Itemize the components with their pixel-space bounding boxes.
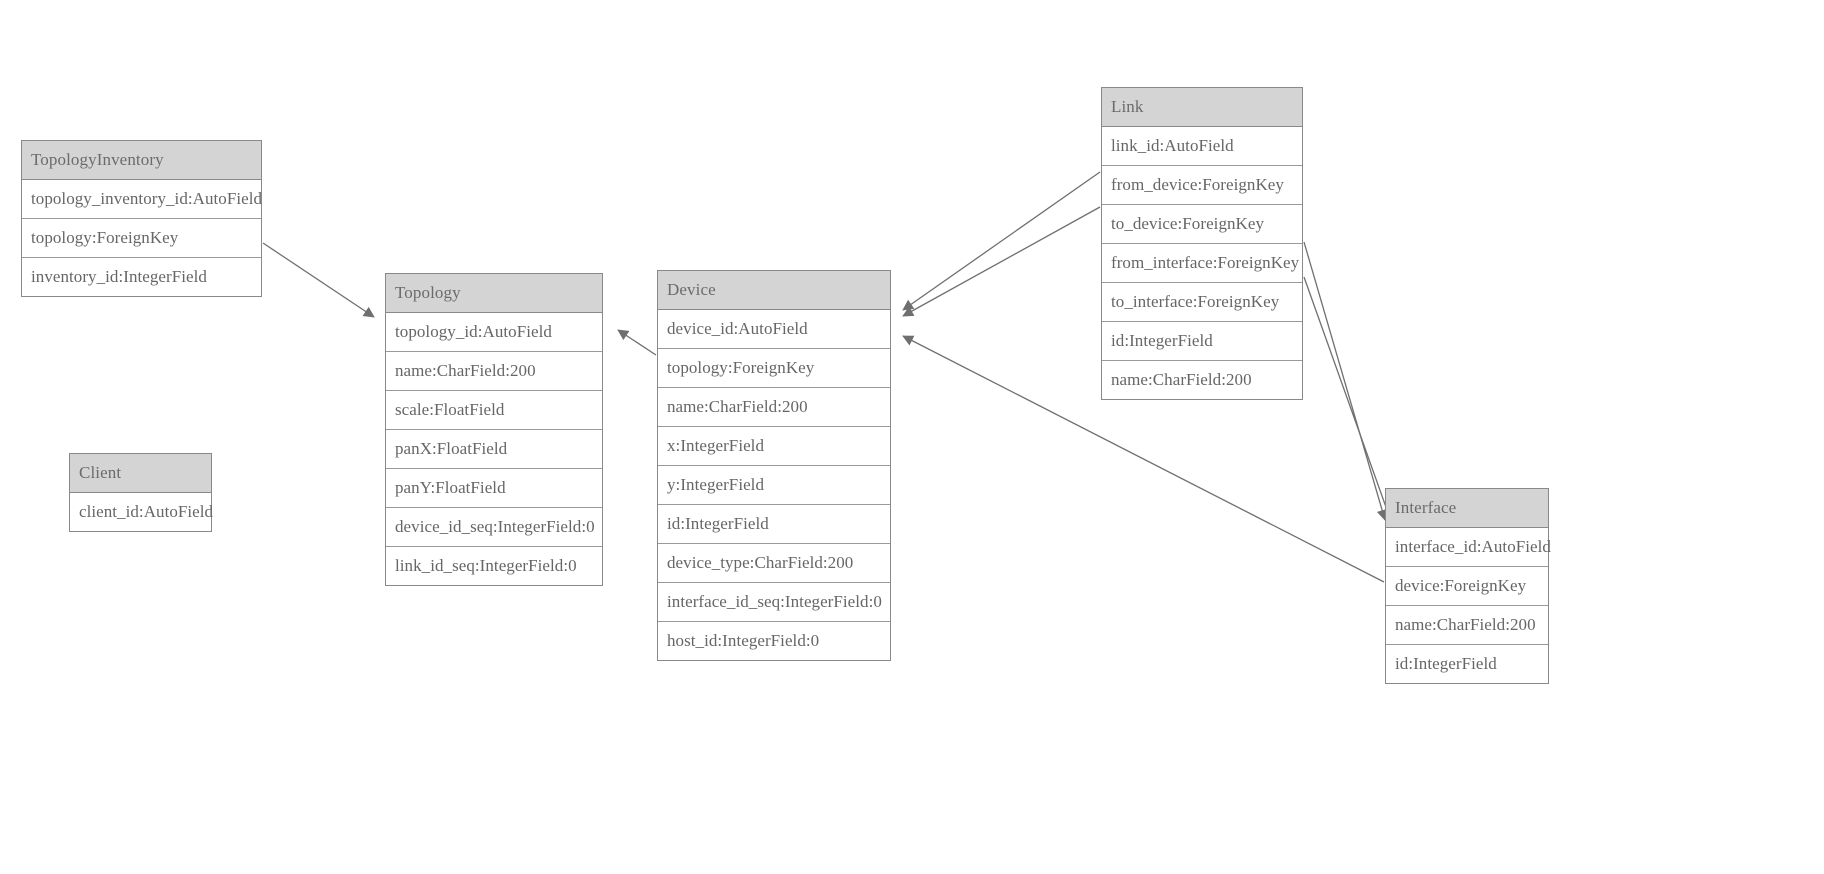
relation-link-to-device (902, 206, 1101, 317)
entity-field-row: interface_id:AutoField (1386, 528, 1551, 566)
entity-title-link: Link (1102, 88, 1302, 127)
relation-link-from-interface (1303, 241, 1388, 521)
entity-field-row: scale:FloatField (386, 390, 602, 429)
entity-field-row: from_device:ForeignKey (1102, 165, 1302, 204)
entity-field-row: device_id_seq:IntegerField:0 (386, 507, 602, 546)
entity-title-topology_inventory: TopologyInventory (22, 141, 261, 180)
entity-title-device: Device (658, 271, 890, 310)
entity-field-row: from_interface:ForeignKey (1102, 243, 1302, 282)
entity-field-row: name:CharField:200 (1386, 605, 1548, 644)
relation-device-topology (617, 329, 657, 356)
relation-link-from-device (902, 171, 1101, 311)
entity-field-row: name:CharField:200 (658, 387, 890, 426)
entity-field-row: interface_id_seq:IntegerField:0 (658, 582, 890, 621)
entity-field-row: topology_id:AutoField (386, 313, 602, 351)
entity-field-row: id:IntegerField (658, 504, 890, 543)
entity-title-topology: Topology (386, 274, 602, 313)
entity-field-row: client_id:AutoField (70, 493, 213, 531)
entity-field-row: id:IntegerField (1386, 644, 1548, 683)
entity-field-row: inventory_id:IntegerField (22, 257, 261, 296)
entity-field-row: link_id:AutoField (1102, 127, 1302, 165)
entity-field-row: x:IntegerField (658, 426, 890, 465)
entity-field-row: to_device:ForeignKey (1102, 204, 1302, 243)
entity-field-row: name:CharField:200 (386, 351, 602, 390)
entity-field-row: topology:ForeignKey (658, 348, 890, 387)
relation-link-to-interface (1303, 276, 1394, 525)
entity-field-row: name:CharField:200 (1102, 360, 1302, 399)
entity-field-row: panX:FloatField (386, 429, 602, 468)
entity-field-row: device_id:AutoField (658, 310, 890, 348)
relation-topologyinventory-topology (262, 242, 375, 318)
entity-field-row: link_id_seq:IntegerField:0 (386, 546, 602, 585)
entity-field-row: topology_inventory_id:AutoField (22, 180, 262, 218)
entity-title-interface: Interface (1386, 489, 1548, 528)
entity-field-row: to_interface:ForeignKey (1102, 282, 1302, 321)
entity-field-row: id:IntegerField (1102, 321, 1302, 360)
entity-field-row: device_type:CharField:200 (658, 543, 890, 582)
entity-title-client: Client (70, 454, 211, 493)
entity-field-row: device:ForeignKey (1386, 566, 1548, 605)
entity-field-row: host_id:IntegerField:0 (658, 621, 890, 660)
entity-field-row: panY:FloatField (386, 468, 602, 507)
entity-field-row: y:IntegerField (658, 465, 890, 504)
entity-field-row: topology:ForeignKey (22, 218, 261, 257)
